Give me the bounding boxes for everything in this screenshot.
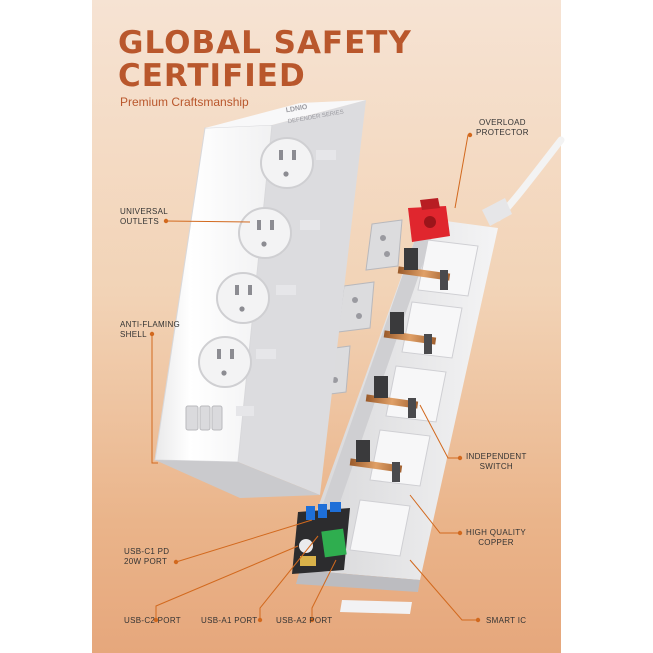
headline-line-2: CERTIFIED bbox=[118, 58, 306, 94]
brand-logo: LDNIO bbox=[285, 104, 308, 115]
callout-independent-switch: INDEPENDENT SWITCH bbox=[466, 452, 527, 471]
overload-protector-part bbox=[408, 198, 450, 242]
headline-line-1: GLOBAL SAFETY bbox=[118, 25, 412, 61]
outlet-2 bbox=[238, 207, 320, 259]
subtitle: Premium Craftsmanship bbox=[120, 95, 249, 109]
usb-port-cluster bbox=[185, 405, 254, 431]
switch-modules bbox=[349, 239, 479, 557]
cord-strain-relief bbox=[482, 198, 512, 226]
callout-high-quality-copper: HIGH QUALITY COPPER bbox=[466, 528, 527, 547]
callout-anti-flaming-shell: ANTI-FLAMING SHELL bbox=[120, 320, 181, 339]
callout-usb-c1: USB-C1 PD 20W PORT bbox=[124, 547, 170, 566]
leader-dots bbox=[149, 132, 481, 623]
leader-lines bbox=[151, 134, 478, 621]
callout-usb-a1: USB-A1 PORT bbox=[201, 616, 258, 625]
callout-usb-c2: USB-C2 PORT bbox=[124, 616, 181, 625]
outlet-3 bbox=[216, 272, 296, 324]
callout-overload-protector: OVERLOAD PROTECTOR bbox=[476, 118, 529, 137]
usb-pcb-module bbox=[292, 502, 350, 574]
copper-strips bbox=[349, 248, 451, 482]
callout-universal-outlets: UNIVERSAL OUTLETS bbox=[120, 207, 169, 226]
callout-usb-a2: USB-A2 PORT bbox=[276, 616, 333, 625]
callout-smart-ic: SMART IC bbox=[486, 616, 527, 625]
outlet-4 bbox=[198, 336, 276, 388]
universal-outlets bbox=[198, 137, 336, 388]
outlet-1 bbox=[260, 137, 336, 189]
